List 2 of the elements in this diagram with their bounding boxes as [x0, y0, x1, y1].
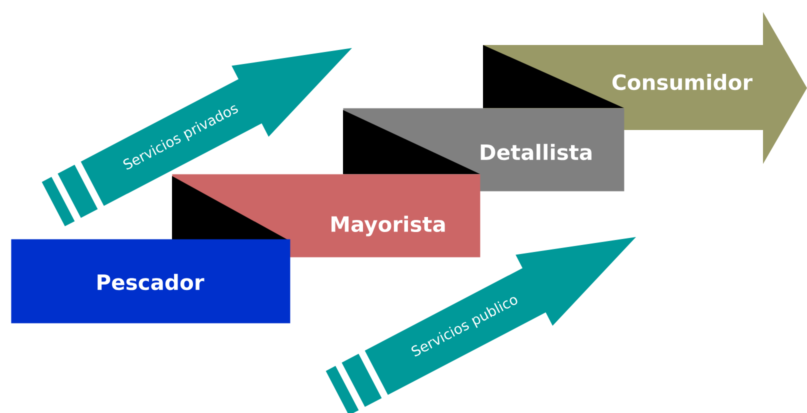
stage-label: Consumidor [612, 74, 752, 90]
stage-box: Pescador [11, 239, 290, 324]
